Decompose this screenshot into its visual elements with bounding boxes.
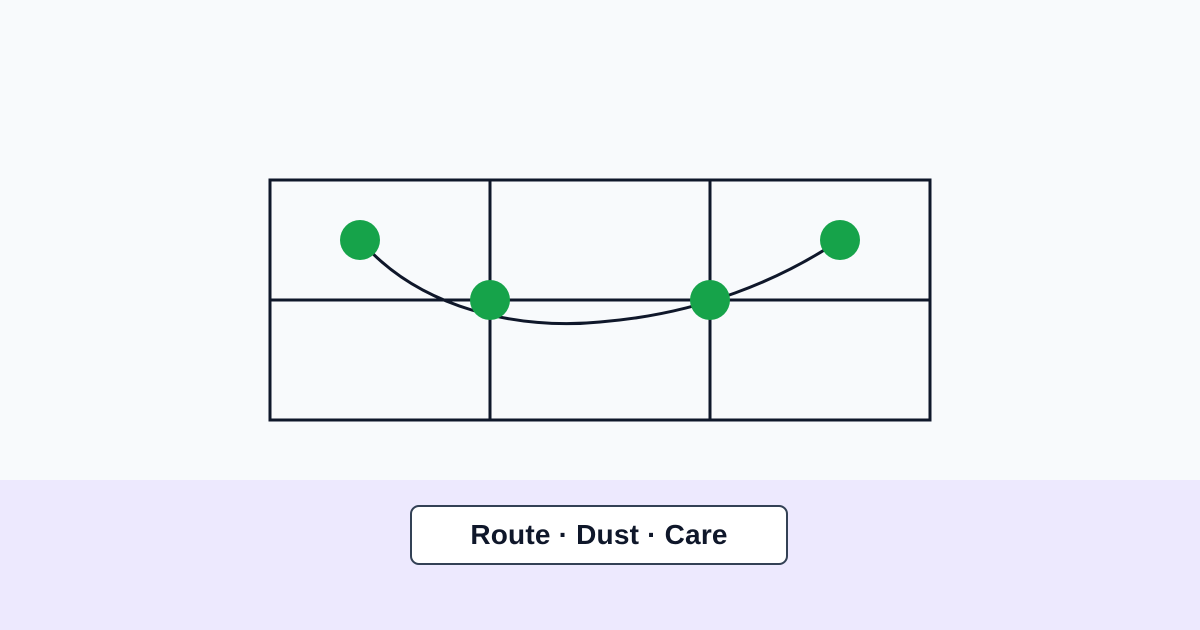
footer-label-pill: Route · Dust · Care bbox=[410, 505, 788, 565]
grid bbox=[268, 178, 932, 422]
waypoint-3 bbox=[690, 280, 730, 320]
route-grid-diagram bbox=[268, 178, 932, 422]
waypoint-1 bbox=[340, 220, 380, 260]
route-curve bbox=[358, 238, 841, 326]
diagram-area bbox=[268, 178, 932, 422]
waypoints bbox=[340, 220, 860, 320]
waypoint-2 bbox=[470, 280, 510, 320]
footer-label: Route · Dust · Care bbox=[470, 519, 728, 550]
footer-band: Route · Dust · Care bbox=[0, 480, 1200, 630]
waypoint-4 bbox=[820, 220, 860, 260]
